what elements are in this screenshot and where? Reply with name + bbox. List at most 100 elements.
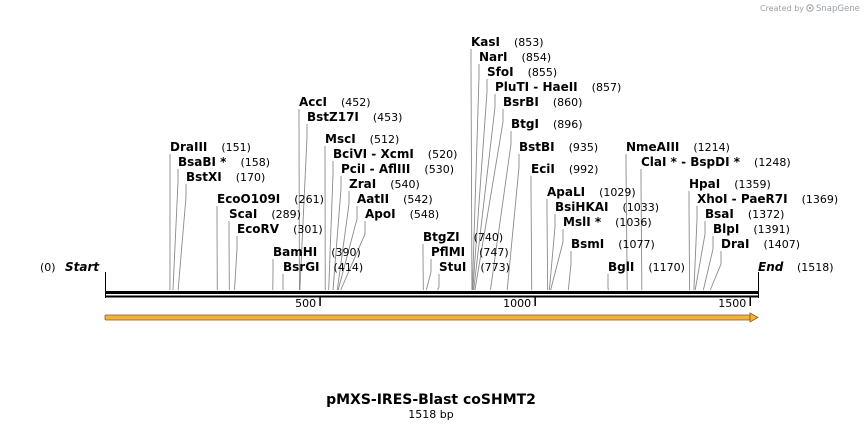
restriction-site[interactable]: ZraI(540)	[349, 177, 420, 191]
site-position: (1369)	[802, 193, 839, 206]
restriction-site[interactable]: ScaI(289)	[229, 207, 301, 221]
site-name: BsrGI	[283, 260, 320, 274]
site-connector-line	[172, 169, 179, 291]
site-name: BsaI	[705, 207, 734, 221]
site-name: BsrBI	[503, 95, 539, 109]
restriction-site[interactable]: PflMI(747)	[431, 245, 509, 259]
site-position: (1248)	[754, 156, 791, 169]
restriction-site[interactable]: BstZ17I(453)	[307, 110, 402, 124]
restriction-site[interactable]: BsrGI (414)	[283, 260, 363, 274]
site-name: EcoO109I	[217, 192, 280, 206]
restriction-site[interactable]: PciI - AflIII(530)	[341, 162, 454, 176]
site-name: AccI	[299, 95, 327, 109]
site-name: NarI	[479, 50, 508, 64]
restriction-site[interactable]: BsiHKAI(1033)	[555, 200, 659, 214]
restriction-site[interactable]: BstXI(170)	[186, 170, 265, 184]
restriction-site[interactable]: ApaLI(1029)	[547, 185, 636, 199]
feature-arrow	[104, 312, 759, 323]
site-connector-line	[702, 236, 714, 291]
restriction-site[interactable]: HpaI(1359)	[689, 177, 771, 191]
site-position: (935)	[569, 141, 599, 154]
site-connector-line	[550, 229, 564, 291]
restriction-site[interactable]: MscI(512)	[325, 132, 399, 146]
restriction-site[interactable]: SfoI(855)	[487, 65, 557, 79]
site-position: (520)	[428, 148, 458, 161]
site-position: (453)	[373, 111, 403, 124]
site-name: AatII	[357, 192, 389, 206]
restriction-site[interactable]: DraI(1407)	[721, 237, 800, 251]
restriction-site[interactable]: AatII(542)	[357, 192, 433, 206]
restriction-site[interactable]: EcoO109I(261)	[217, 192, 324, 206]
start-position: (0)	[40, 261, 56, 274]
site-name: EciI	[531, 162, 555, 176]
restriction-site[interactable]: XhoI - PaeR7I (1369)	[697, 192, 838, 206]
site-name: BstBI	[519, 140, 555, 154]
restriction-site[interactable]: StuI(773)	[439, 260, 510, 274]
restriction-site[interactable]: PluTI - HaeII(857)	[495, 80, 621, 94]
site-connector-line	[472, 79, 488, 291]
restriction-site[interactable]: NmeAIII(1214)	[626, 140, 730, 154]
restriction-site[interactable]: BglI (1170)	[608, 260, 685, 274]
restriction-site[interactable]: BtgI(896)	[511, 117, 583, 131]
site-position: (548)	[410, 208, 440, 221]
restriction-site[interactable]: BamHI(390)	[273, 245, 361, 259]
end-label: End	[758, 260, 784, 274]
restriction-site[interactable]: EciI (992)	[531, 162, 598, 176]
site-position: (1407)	[763, 238, 800, 251]
restriction-site[interactable]: DraIII(151)	[170, 140, 251, 154]
site-position: (414)	[334, 261, 364, 274]
site-connector-line	[625, 154, 628, 291]
site-connector-line	[694, 221, 706, 291]
restriction-site[interactable]: ClaI * - BspDI * (1248)	[641, 155, 791, 169]
site-name: ClaI * - BspDI *	[641, 155, 741, 169]
restriction-site[interactable]: BtgZI(740)	[423, 230, 503, 244]
site-position: (1170)	[648, 261, 685, 274]
restriction-site[interactable]: BlpI(1391)	[713, 222, 790, 236]
restriction-site[interactable]: BsrBI(860)	[503, 95, 582, 109]
site-position: (1214)	[693, 141, 730, 154]
site-labels: DraIII(151)BsaBI *(158)BstXI(170) EcoO109…	[170, 35, 838, 274]
restriction-site[interactable]: BciVI - XcmI(520)	[333, 147, 457, 161]
site-position: (747)	[479, 246, 509, 259]
site-position: (857)	[592, 81, 622, 94]
site-connector-line	[336, 191, 350, 291]
site-name: BtgZI	[423, 230, 460, 244]
site-name: MslI *	[563, 215, 602, 229]
site-connector-line	[299, 124, 308, 291]
site-connector-line	[489, 131, 512, 291]
restriction-site[interactable]: BsaI(1372)	[705, 207, 784, 221]
site-connector-line	[234, 236, 238, 291]
plasmid-length: 1518 bp	[408, 408, 453, 421]
site-lines	[169, 49, 722, 291]
site-name: XhoI - PaeR7I	[697, 192, 788, 206]
restriction-site[interactable]: NarI(854)	[479, 50, 551, 64]
restriction-site[interactable]: BsaBI *(158)	[178, 155, 270, 169]
site-position: (452)	[341, 96, 371, 109]
restriction-site[interactable]: ApoI (548)	[365, 207, 439, 221]
site-connector-line	[425, 259, 432, 291]
restriction-site[interactable]: BstBI (935)	[519, 140, 598, 154]
site-position: (992)	[569, 163, 599, 176]
site-connector-line	[337, 206, 358, 291]
restriction-site[interactable]: AccI (452)	[299, 95, 371, 109]
site-connector-line	[530, 176, 533, 291]
site-position: (289)	[271, 208, 301, 221]
site-connector-line	[340, 221, 366, 291]
restriction-site[interactable]: MslI *(1036)	[563, 215, 652, 229]
restriction-site[interactable]: BsmI(1077)	[571, 237, 655, 251]
site-position: (390)	[331, 246, 361, 259]
site-position: (773)	[480, 261, 510, 274]
site-position: (301)	[293, 223, 323, 236]
site-name: HpaI	[689, 177, 720, 191]
site-position: (1033)	[623, 201, 660, 214]
restriction-site[interactable]: KasI(853)	[471, 35, 544, 49]
site-position: (1077)	[618, 238, 655, 251]
site-name: BglI	[608, 260, 634, 274]
site-name: ApoI	[365, 207, 396, 221]
snapgene-logo-icon	[806, 4, 814, 12]
site-connector-line	[474, 109, 504, 291]
restriction-site[interactable]: EcoRV(301)	[237, 222, 323, 236]
site-position: (1391)	[753, 223, 790, 236]
credit-prefix: Created by	[760, 4, 804, 13]
